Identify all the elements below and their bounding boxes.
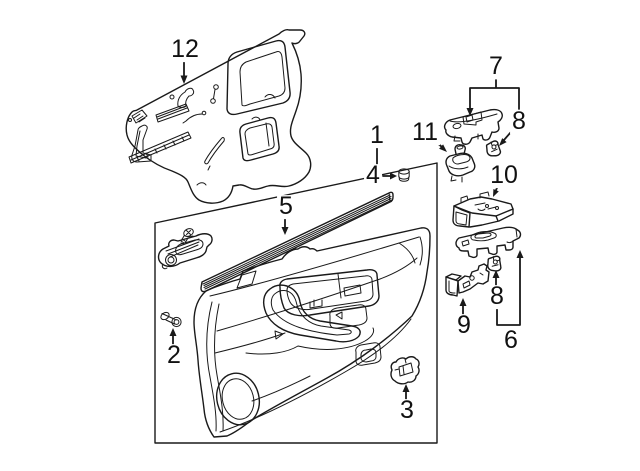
part-12-insulator[interactable] — [125, 29, 312, 204]
part-7-switch-trim[interactable] — [443, 108, 503, 145]
part-9-switch[interactable] — [445, 263, 490, 297]
callout-8-upper[interactable]: 8 — [510, 107, 528, 136]
part-2-clip[interactable] — [159, 311, 182, 328]
callout-12[interactable]: 12 — [169, 35, 201, 64]
callout-6[interactable]: 6 — [502, 326, 520, 355]
part-6-switch-panel[interactable] — [455, 226, 522, 259]
callout-10[interactable]: 10 — [488, 161, 520, 190]
callout-4[interactable]: 4 — [364, 161, 382, 190]
callout-5[interactable]: 5 — [277, 192, 295, 221]
part-8-clip-upper[interactable] — [485, 140, 502, 158]
callout-11[interactable]: 11 — [410, 118, 440, 147]
part-3-retainer[interactable] — [390, 356, 420, 385]
door-trim-panel[interactable] — [193, 227, 431, 438]
callout-3[interactable]: 3 — [398, 396, 416, 425]
callout-8-lower[interactable]: 8 — [488, 282, 506, 311]
part-5-weatherstrip[interactable] — [200, 191, 394, 293]
part-10-window-switch[interactable] — [452, 191, 514, 228]
part-11-mirror-switch[interactable] — [445, 144, 476, 183]
callout-1[interactable]: 1 — [368, 121, 386, 150]
callout-7[interactable]: 7 — [487, 52, 505, 81]
callout-9[interactable]: 9 — [455, 311, 473, 340]
leader-lines — [169, 61, 524, 400]
part-8-clip-lower[interactable] — [487, 255, 502, 272]
part-4-grommet[interactable] — [398, 168, 410, 182]
handle-escutcheon[interactable] — [157, 227, 213, 270]
callout-2[interactable]: 2 — [165, 341, 183, 370]
